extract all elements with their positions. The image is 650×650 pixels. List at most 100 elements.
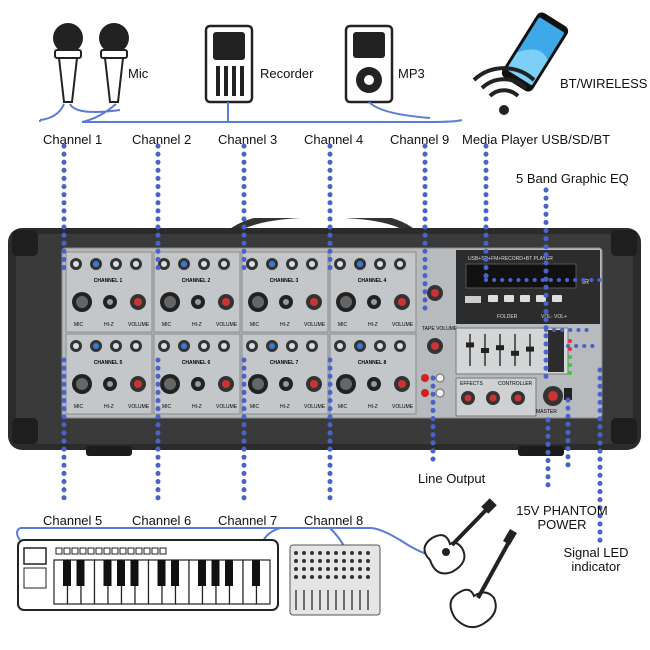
black-key: [63, 560, 71, 586]
knob-cap: [134, 298, 142, 306]
white-key: [53, 559, 69, 605]
knob-cap: [397, 261, 403, 267]
hiz-label: HI-Z: [280, 404, 290, 410]
console-knob: [326, 551, 330, 555]
jack-inner: [164, 378, 176, 390]
folder-label: FOLDER: [497, 314, 518, 320]
console-knob: [334, 559, 338, 563]
knob-cap: [221, 343, 227, 349]
source-bus-line: [39, 103, 463, 123]
knob-cap: [289, 261, 295, 267]
knob-cap: [310, 380, 318, 388]
eq-slider[interactable]: [526, 346, 534, 352]
eq-slider[interactable]: [481, 348, 489, 353]
eq-slider[interactable]: [511, 350, 519, 356]
channel-2-label: Channel 2: [132, 132, 192, 147]
prev-button[interactable]: [520, 295, 530, 302]
black-key: [252, 560, 260, 586]
channel-strip-label: CHANNEL 6: [182, 360, 211, 366]
controller-label: CONTROLLER: [498, 381, 533, 387]
phantom-switch[interactable]: [564, 388, 572, 400]
console-knob: [318, 559, 322, 563]
eq-slider[interactable]: [466, 342, 474, 348]
jack-inner: [340, 296, 352, 308]
phantom-power-line2: POWER: [537, 517, 587, 532]
mode-button[interactable]: [504, 295, 514, 302]
channel-strip-label: CHANNEL 1: [94, 278, 123, 284]
keyboard-pad: [79, 547, 87, 555]
eq-slider[interactable]: [496, 345, 504, 351]
black-key: [211, 560, 220, 586]
hiz-label: HI-Z: [368, 404, 378, 410]
volume-label: VOLUME: [304, 322, 326, 328]
knob-cap: [113, 343, 119, 349]
jack-inner: [283, 381, 289, 387]
jack-inner: [76, 378, 88, 390]
white-key: [120, 559, 136, 605]
volume-label: VOLUME: [392, 404, 414, 410]
keyboard-pad: [127, 547, 135, 555]
instrument-bus-line: [20, 527, 456, 561]
jack-inner: [283, 299, 289, 305]
microphone-icon: [53, 23, 83, 103]
volume-label: VOLUME: [216, 404, 238, 410]
rec-button[interactable]: [552, 295, 562, 302]
console-knob: [342, 575, 346, 579]
source-bus-line: [39, 101, 431, 122]
console-knob: [342, 567, 346, 571]
jack-inner: [340, 378, 352, 390]
knob-cap: [357, 343, 363, 349]
knob-cap: [309, 261, 315, 267]
keyboard-pad: [135, 547, 143, 555]
mic-label: MIC: [74, 404, 84, 410]
volume-label: VOLUME: [216, 322, 238, 328]
channel-7-label: Channel 7: [218, 513, 278, 528]
mp3-label: MP3: [398, 66, 425, 81]
channel-4-label: Channel 4: [304, 132, 364, 147]
console-knob: [366, 575, 370, 579]
console-knob: [294, 567, 298, 571]
next-button[interactable]: [536, 295, 546, 302]
graphic-eq: [455, 327, 569, 375]
black-key: [198, 560, 206, 586]
channel-3-label: Channel 3: [218, 132, 278, 147]
effects-section: EFFECTS CONTROLLER MASTER: [455, 377, 563, 417]
knob-cap: [398, 380, 406, 388]
console-knob: [294, 559, 298, 563]
ir-label: IR: [582, 279, 589, 286]
channel-strip-label: CHANNEL 8: [358, 360, 387, 366]
knob-cap: [377, 261, 383, 267]
play-button[interactable]: [488, 295, 498, 302]
console-knob: [358, 575, 362, 579]
recorder-label: Recorder: [260, 66, 314, 81]
mp3-icon: [344, 24, 394, 104]
signal-led-line1: Signal LED: [563, 545, 629, 560]
hiz-label: HI-Z: [104, 404, 114, 410]
tape-section: TAPE VOLUME: [421, 285, 458, 398]
microphone-icon: [99, 23, 129, 103]
console-knob: [318, 575, 322, 579]
console-knob: [302, 559, 306, 563]
knob-cap: [93, 261, 99, 267]
console-knob: [326, 559, 330, 563]
mic-label: MIC: [74, 322, 84, 328]
console-knob: [366, 567, 370, 571]
console-knob: [350, 551, 354, 555]
jack-inner: [76, 296, 88, 308]
usb-port[interactable]: [465, 296, 481, 303]
knob-cap: [221, 261, 227, 267]
console-knob: [366, 551, 370, 555]
mic-label: MIC: [162, 404, 172, 410]
wireless-icon: [472, 66, 536, 115]
keyboard-pad: [55, 547, 63, 555]
hiz-label: HI-Z: [368, 322, 378, 328]
knob-cap: [337, 261, 343, 267]
channel-5-label: Channel 5: [43, 513, 103, 528]
keyboard-pad: [111, 547, 119, 555]
console-knob: [310, 551, 314, 555]
channel-strip-label: CHANNEL 4: [358, 278, 387, 284]
phantom-power-line1: 15V PHANTOM: [516, 503, 608, 518]
